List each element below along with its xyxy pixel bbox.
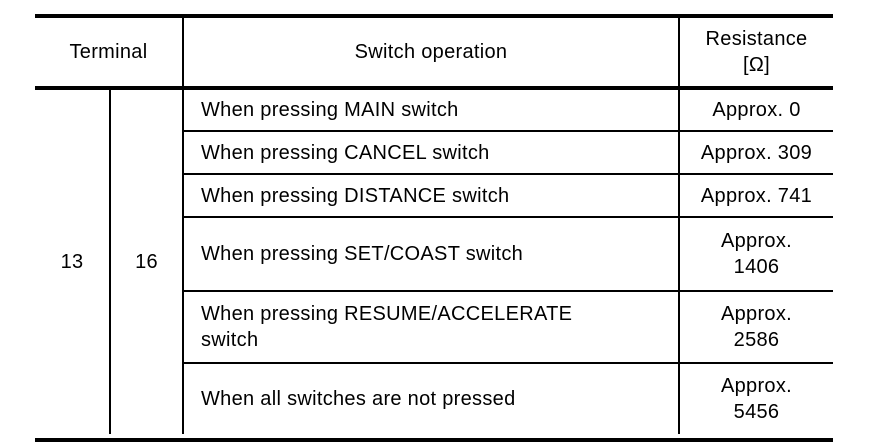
header-switch-operation: Switch operation [182,18,678,90]
switch-operation-cell: When pressing RESUME/ACCELERATE switch [182,290,678,362]
resistance-spec-table: Terminal Switch operation Resistance [Ω]… [35,14,833,442]
switch-operation-cell: When all switches are not pressed [182,362,678,434]
terminal-number-16: 16 [109,90,182,434]
resistance-value-cell: Approx. 2586 [678,290,833,362]
resistance-value-cell: Approx. 1406 [678,216,833,290]
header-terminal: Terminal [35,18,182,90]
resistance-value-cell: Approx. 0 [678,90,833,130]
resistance-value-cell: Approx. 741 [678,173,833,216]
switch-operation-cell: When pressing SET/COAST switch [182,216,678,290]
switch-operation-cell: When pressing MAIN switch [182,90,678,130]
switch-operation-cell: When pressing CANCEL switch [182,130,678,173]
terminal-number-13: 13 [35,90,109,434]
header-resistance: Resistance [Ω] [678,18,833,90]
switch-operation-cell: When pressing DISTANCE switch [182,173,678,216]
resistance-value-cell: Approx. 5456 [678,362,833,434]
resistance-value-cell: Approx. 309 [678,130,833,173]
